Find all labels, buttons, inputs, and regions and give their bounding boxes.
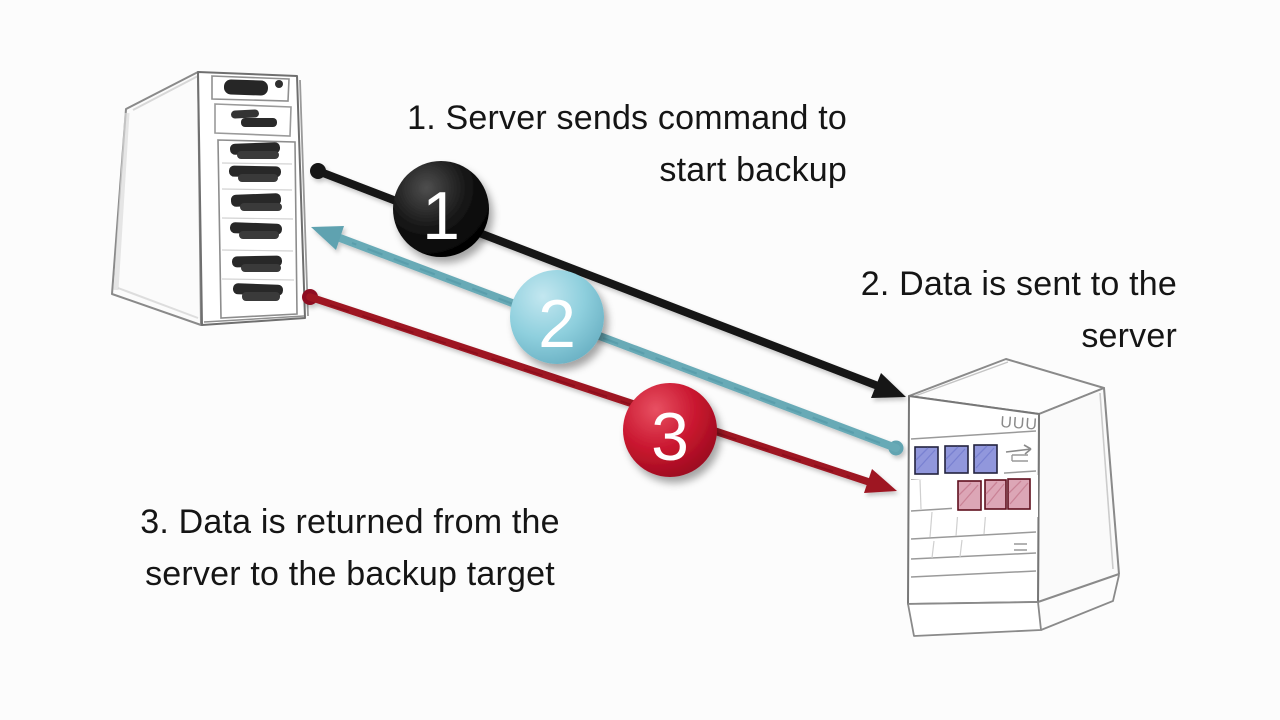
step-3-label-line-1: 3. Data is returned from the (140, 503, 560, 541)
backup-target-tower (111, 71, 309, 326)
step-2-arrowhead-icon (311, 226, 344, 250)
step-2-label-line-1: 2. Data is sent to the (860, 265, 1177, 303)
step-2-label-line-2: server (1081, 317, 1177, 355)
step-3-arrow (302, 289, 897, 493)
step-2-label: 2. Data is sent to the server (861, 258, 1177, 362)
step-2-badge: 2 (510, 270, 604, 364)
step-1-arrowhead-icon (871, 373, 906, 398)
tower-second-slot (231, 109, 277, 127)
rack-marking: UUU (1000, 414, 1039, 434)
server-rack: UUU (907, 358, 1120, 637)
step-3-arrowhead-icon (864, 469, 897, 493)
step-3-badge: 3 (623, 383, 717, 477)
step-3-badge-number: 3 (651, 399, 689, 475)
tower-side-panel (111, 71, 202, 326)
step-1-badge-number: 1 (422, 178, 460, 254)
rack-sketch-arrow-icon (1005, 444, 1032, 455)
tower-drive-slots (228, 142, 283, 301)
step-1-label: 1. Server sends command to start backup (407, 92, 847, 196)
tower-top-slot (223, 79, 283, 96)
rack-blue-modules (910, 441, 1004, 479)
step-1-badge: 1 (393, 161, 489, 257)
step-2-badge-number: 2 (538, 286, 576, 362)
step-2-arrow (311, 226, 904, 456)
rack-pink-modules (952, 475, 1038, 517)
step-3-label: 3. Data is returned from the server to t… (95, 496, 605, 600)
step-1-label-line-2: start backup (659, 151, 847, 189)
step-1-label-line-1: 1. Server sends command to (407, 99, 847, 137)
step-3-label-line-2: server to the backup target (145, 555, 555, 593)
